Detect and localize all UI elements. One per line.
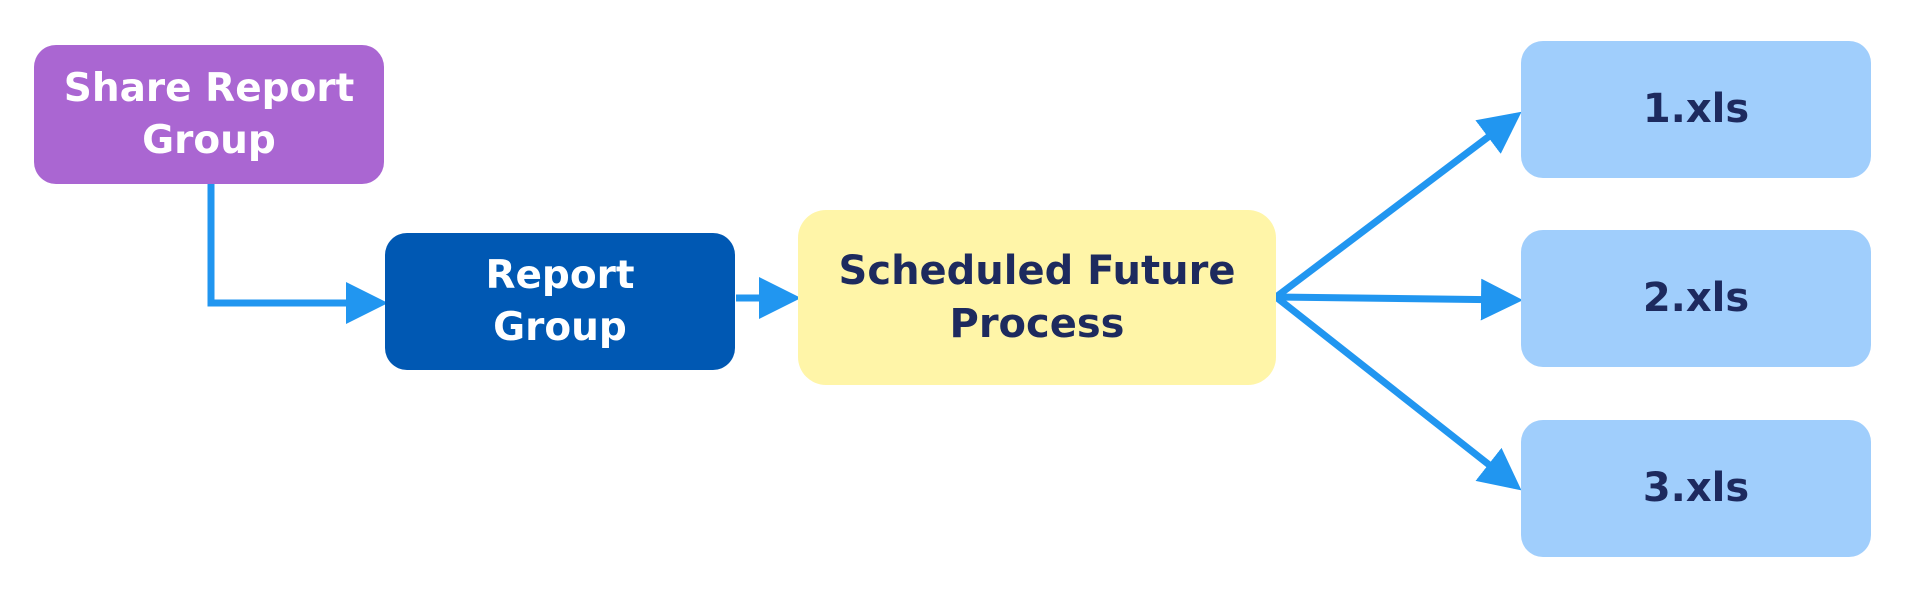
- file-label-2: 2.xls: [1642, 275, 1750, 322]
- file-node-3: 3.xls: [1521, 420, 1871, 557]
- scheduled-future-process-node: Scheduled Future Process: [798, 210, 1276, 385]
- file-node-1: 1.xls: [1521, 41, 1871, 178]
- file-node-2: 2.xls: [1521, 230, 1871, 367]
- share-report-group-label-line2: Group: [142, 117, 276, 163]
- scheduled-future-process-label-line2: Process: [949, 300, 1125, 347]
- edge-scheduled-to-file-1: [1273, 111, 1522, 300]
- file-label-3: 3.xls: [1642, 465, 1750, 512]
- share-report-group-label-line1: Share Report: [63, 66, 355, 112]
- edge-share-to-report: [207, 184, 388, 324]
- report-group-node: Report Group: [385, 233, 735, 370]
- report-group-label-line1: Report: [485, 253, 635, 299]
- edge-scheduled-to-file-2: [1275, 278, 1523, 321]
- edge-scheduled-to-file-3: [1273, 294, 1522, 491]
- file-label-1: 1.xls: [1642, 86, 1750, 133]
- scheduled-future-process-label-line1: Scheduled Future: [838, 247, 1236, 294]
- share-report-group-node: Share Report Group: [34, 45, 384, 184]
- report-group-label-line2: Group: [493, 304, 627, 350]
